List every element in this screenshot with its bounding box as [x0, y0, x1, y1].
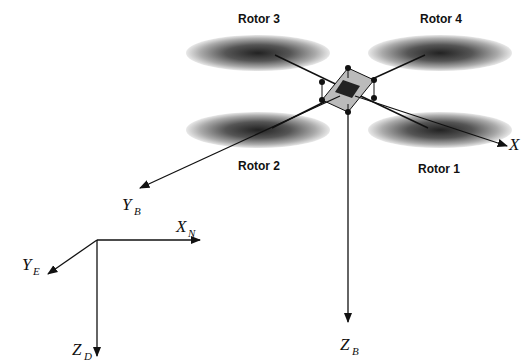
- axis-letter: Z: [340, 336, 349, 353]
- rotor-disc: [186, 35, 330, 71]
- rotor-label: Rotor 3: [238, 13, 280, 25]
- rotor-label: Rotor 2: [238, 160, 280, 172]
- axis-subscript: D: [84, 351, 92, 362]
- axis-letter: Z: [72, 341, 81, 358]
- rotor-disc: [368, 35, 512, 71]
- rotor-label: Rotor 1: [418, 163, 460, 175]
- axis-letter: X: [176, 218, 186, 235]
- axis-subscript: E: [33, 266, 40, 277]
- body-axes: [140, 96, 507, 322]
- rotor-disc: [186, 112, 330, 148]
- rotor-disc: [368, 112, 512, 148]
- axis-letter: X: [509, 136, 519, 153]
- earth-axes: [48, 240, 200, 356]
- rotor-label: Rotor 4: [420, 13, 462, 25]
- body: [319, 65, 377, 115]
- axis-letter: Y: [122, 196, 131, 213]
- axis-letter: Y: [22, 256, 31, 273]
- axis-subscript: B: [134, 206, 141, 217]
- axis-subscript: N: [188, 228, 195, 239]
- axis-subscript: B: [352, 346, 359, 357]
